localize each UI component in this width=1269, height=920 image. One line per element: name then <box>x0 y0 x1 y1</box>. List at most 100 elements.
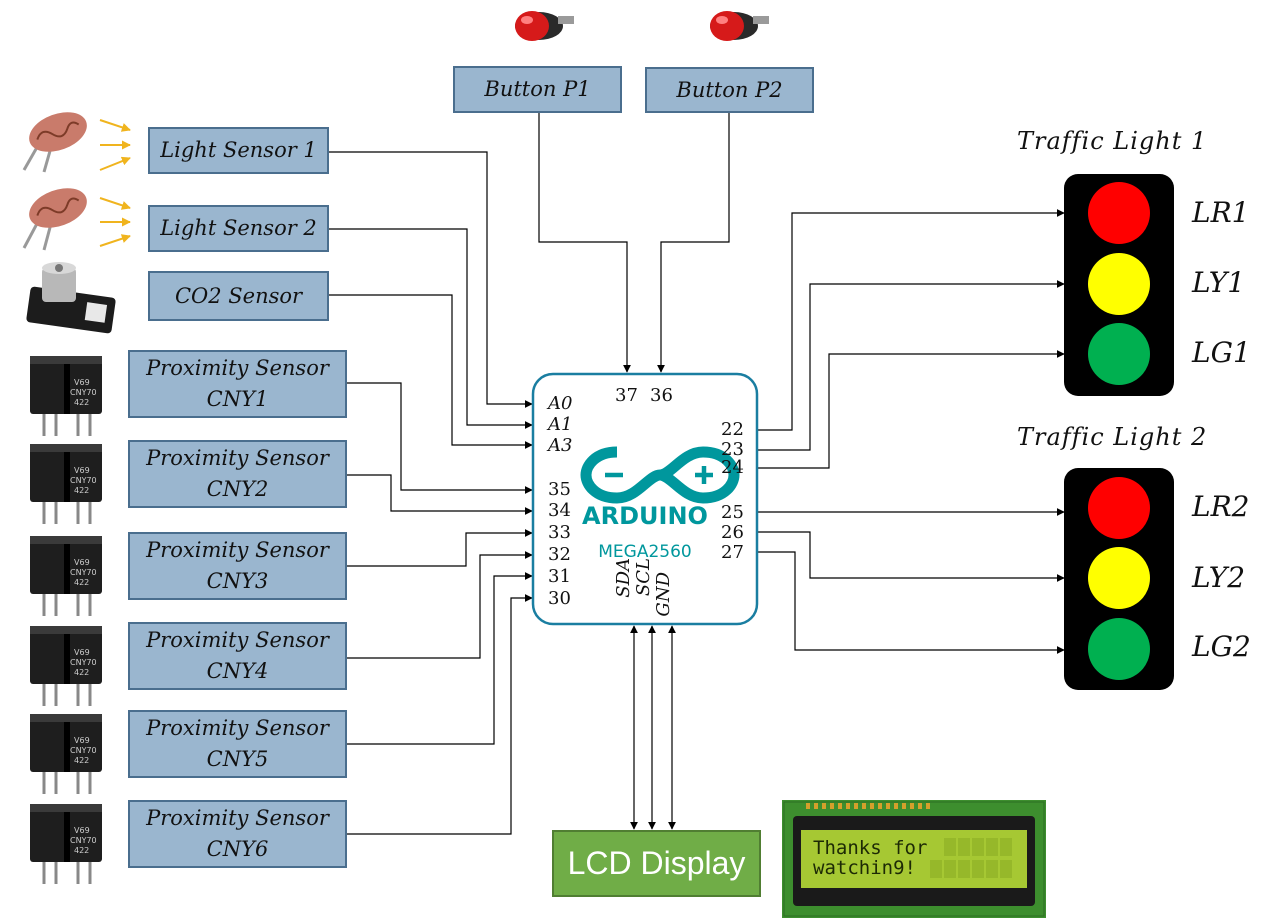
proximity-sensor-id: CNY1 <box>206 387 269 411</box>
button-p2-label: Button P2 <box>676 77 783 102</box>
lcd-screen-line-2: watchin9! <box>813 857 916 879</box>
arduino-model: MEGA2560 <box>598 542 691 562</box>
pin-label: 37 <box>615 385 638 406</box>
pin-label: 35 <box>548 479 571 500</box>
push-button-icon <box>515 11 574 41</box>
pin-label: 26 <box>721 522 744 543</box>
traffic-light-1-title: Traffic Light 1 <box>1017 127 1208 155</box>
wire-cny1-35 <box>346 382 533 494</box>
pin-label: 33 <box>548 522 571 543</box>
light-rays-icon <box>99 119 131 247</box>
cny70-sensor-icon <box>28 624 104 708</box>
pin-label: 25 <box>721 502 744 523</box>
lcd-module-icon <box>782 800 1046 918</box>
pin-label: 22 <box>721 419 744 440</box>
light-label: LG2 <box>1192 630 1251 663</box>
photoresistor-icon <box>22 188 87 251</box>
arduino-board <box>531 372 759 626</box>
arduino-logo-icon <box>580 446 740 504</box>
pin-label: 34 <box>548 500 571 521</box>
lcd-display-box: LCD Display <box>552 830 761 897</box>
co2-sensor-box: CO2 Sensor <box>148 271 329 321</box>
wire-23-ly1 <box>758 280 1065 451</box>
arduino-logo-signs <box>605 466 713 484</box>
light-label: LY1 <box>1192 266 1246 299</box>
cny70-sensor-icon: V69 CNY70 422 <box>30 356 102 436</box>
cny70-sensor-icon <box>28 802 104 886</box>
wire-cny2-34 <box>346 474 533 515</box>
light-label: LR2 <box>1192 490 1250 523</box>
light-sensor-1-box: Light Sensor 1 <box>148 127 329 174</box>
svg-text:CNY70: CNY70 <box>70 388 97 397</box>
svg-text:V69: V69 <box>74 378 90 387</box>
light-label: LR1 <box>1192 196 1250 229</box>
pin-label: GND <box>653 572 674 617</box>
proximity-sensor-id: CNY6 <box>206 837 269 861</box>
light-label: LY2 <box>1192 561 1246 594</box>
pin-label: 27 <box>721 542 744 563</box>
svg-text:422: 422 <box>74 398 89 407</box>
wire-p2-36 <box>657 112 730 373</box>
wire-22-lr1 <box>758 209 1065 431</box>
proximity-sensor-id: CNY2 <box>206 477 269 501</box>
traffic-light-1 <box>1064 174 1174 396</box>
proximity-sensor-id: CNY4 <box>206 659 269 683</box>
pin-label: 36 <box>650 385 673 406</box>
wire-co2-a3 <box>328 294 533 449</box>
wire-cny3-33 <box>346 529 533 567</box>
button-p1-box: Button P1 <box>453 66 622 113</box>
button-p1-label: Button P1 <box>484 77 591 101</box>
lcd-display-label: LCD Display <box>567 845 746 881</box>
pin-label: 30 <box>548 588 571 609</box>
proximity-sensor-label: Proximity Sensor <box>146 716 329 740</box>
cny70-sensor-icon <box>28 534 104 618</box>
wire-cny6-30 <box>346 594 533 835</box>
pin-label: SDA <box>613 558 634 598</box>
proximity-sensor-label: Proximity Sensor <box>146 628 329 652</box>
proximity-sensor-label: Proximity Sensor <box>146 538 329 562</box>
pin-label: 31 <box>548 566 571 587</box>
pin-label: A0 <box>548 393 573 414</box>
proximity-sensor-label: Proximity Sensor <box>146 356 329 380</box>
wire-light2-a1 <box>328 228 533 429</box>
light-sensor-2-box: Light Sensor 2 <box>148 205 329 252</box>
lcd-screen-line-1: Thanks for <box>813 837 928 859</box>
proximity-sensor-label: Proximity Sensor <box>146 806 329 830</box>
pin-label: A1 <box>548 414 573 435</box>
wire-light1-a0 <box>328 151 533 408</box>
traffic-light-2 <box>1064 468 1174 690</box>
proximity-sensor-id: CNY5 <box>206 747 269 771</box>
traffic-light-2-title: Traffic Light 2 <box>1017 423 1208 451</box>
light-label: LG1 <box>1192 336 1251 369</box>
arduino-brand: ARDUINO <box>582 502 708 530</box>
co2-sensor-label: CO2 Sensor <box>174 283 303 308</box>
proximity-sensor-label: Proximity Sensor <box>146 446 329 470</box>
pin-label: A3 <box>548 435 573 456</box>
light-sensor-1-label: Light Sensor 1 <box>160 138 317 162</box>
co2-sensor-icon <box>26 262 116 334</box>
wire-26-ly2 <box>758 531 1065 582</box>
pin-label: SCL <box>633 558 654 597</box>
pin-label: 23 <box>721 439 744 460</box>
pin-label: 32 <box>548 544 571 565</box>
proximity-sensor-id: CNY3 <box>206 569 269 593</box>
wire-p1-37 <box>538 112 631 373</box>
wire-24-lg1 <box>758 350 1065 469</box>
wire-cny5-31 <box>346 572 533 745</box>
wire-cny4-32 <box>346 551 533 659</box>
push-button-icon <box>710 11 769 41</box>
cny70-sensor-icon <box>28 442 104 526</box>
cny70-sensor-icon <box>28 712 104 796</box>
pin-label: 24 <box>721 457 744 478</box>
button-p2-box: Button P2 <box>645 67 814 113</box>
wire-27-lg2 <box>758 551 1065 654</box>
photoresistor-icon <box>22 112 87 173</box>
